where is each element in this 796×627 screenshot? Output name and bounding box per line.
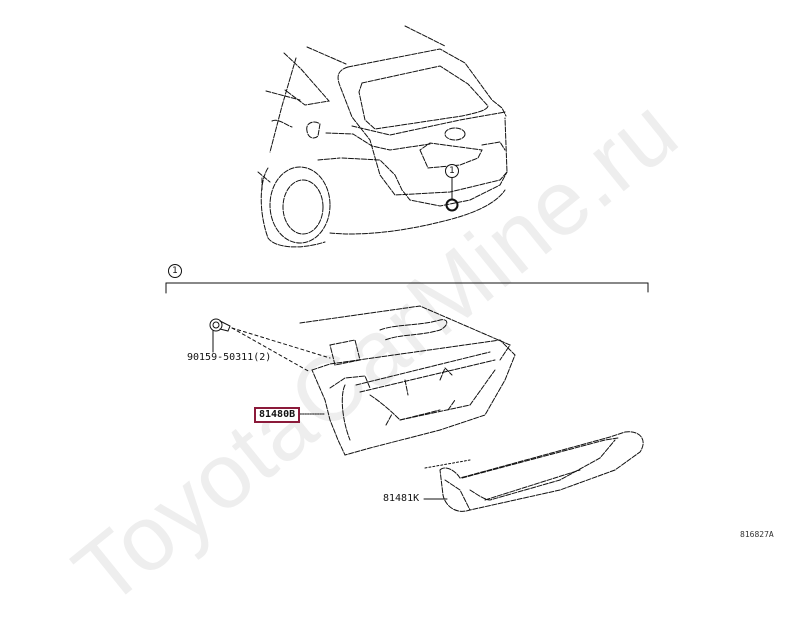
part-label-bolt[interactable]: 90159-50311(2) [187, 352, 272, 363]
parts-diagram: ToyotaCarMine.ru [56, 25, 774, 625]
part-label-lamp-cover[interactable]: 81481K [383, 493, 420, 504]
diagram-drawing [165, 25, 649, 512]
section-bracket [165, 282, 649, 294]
vehicle-rear-illustration [257, 25, 508, 248]
figure-code: 816827A [740, 530, 774, 539]
lamp-cover-illustration [439, 431, 644, 512]
bolt-illustration [209, 318, 231, 353]
lamp-assembly-illustration [299, 305, 516, 456]
callout-ref-1: 1 [445, 164, 459, 178]
section-callout-1: 1 [168, 264, 182, 278]
part-label-lamp-assembly[interactable]: 81480B [254, 407, 301, 423]
location-marker [445, 198, 459, 212]
